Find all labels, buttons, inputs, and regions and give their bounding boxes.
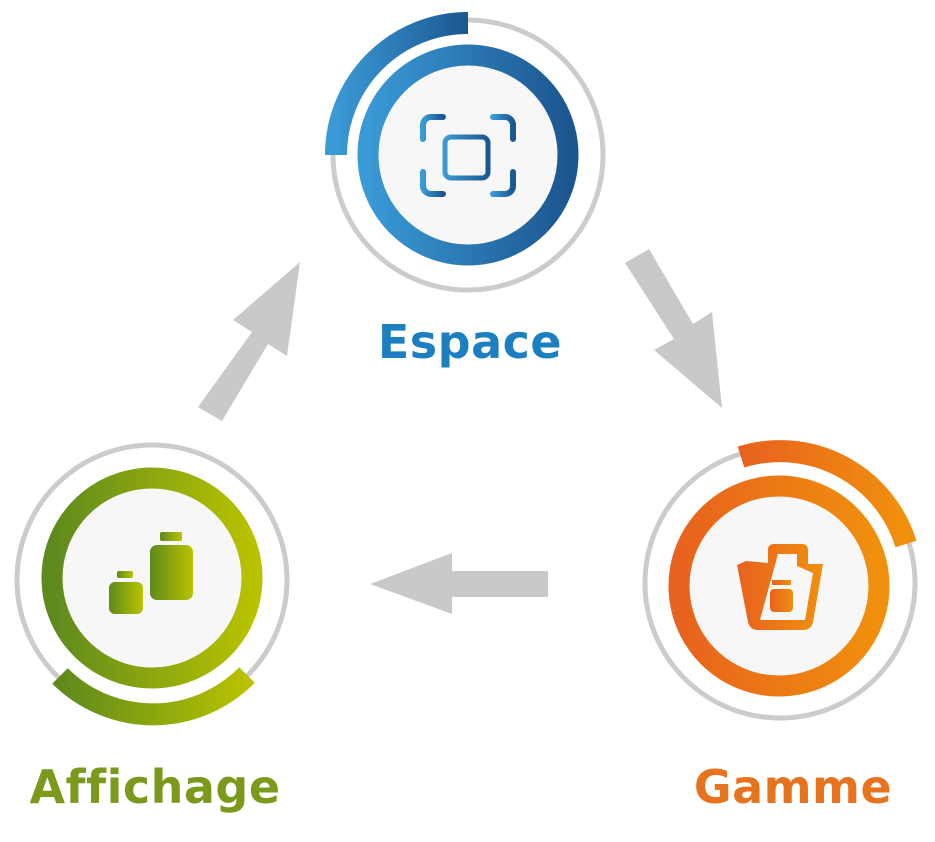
progress-arc-affichage [52, 667, 255, 726]
progress-arc-espace [325, 12, 469, 156]
label-affichage: Affichage [29, 760, 281, 814]
storage-cabinet-scan-icon [420, 114, 516, 197]
label-gamme: Gamme [693, 760, 893, 814]
shopping-bag-jar-icon [737, 544, 823, 630]
node-espace [325, 12, 606, 293]
arrow-gamme-to-affichage [370, 553, 548, 614]
jars-icon [109, 532, 193, 614]
arrow-affichage-to-espace [198, 262, 300, 421]
node-gamme [642, 440, 918, 721]
node-affichage [14, 442, 290, 726]
progress-arc-gamme [737, 440, 917, 548]
arrow-espace-to-gamme [625, 249, 722, 408]
label-espace: Espace [377, 315, 563, 369]
